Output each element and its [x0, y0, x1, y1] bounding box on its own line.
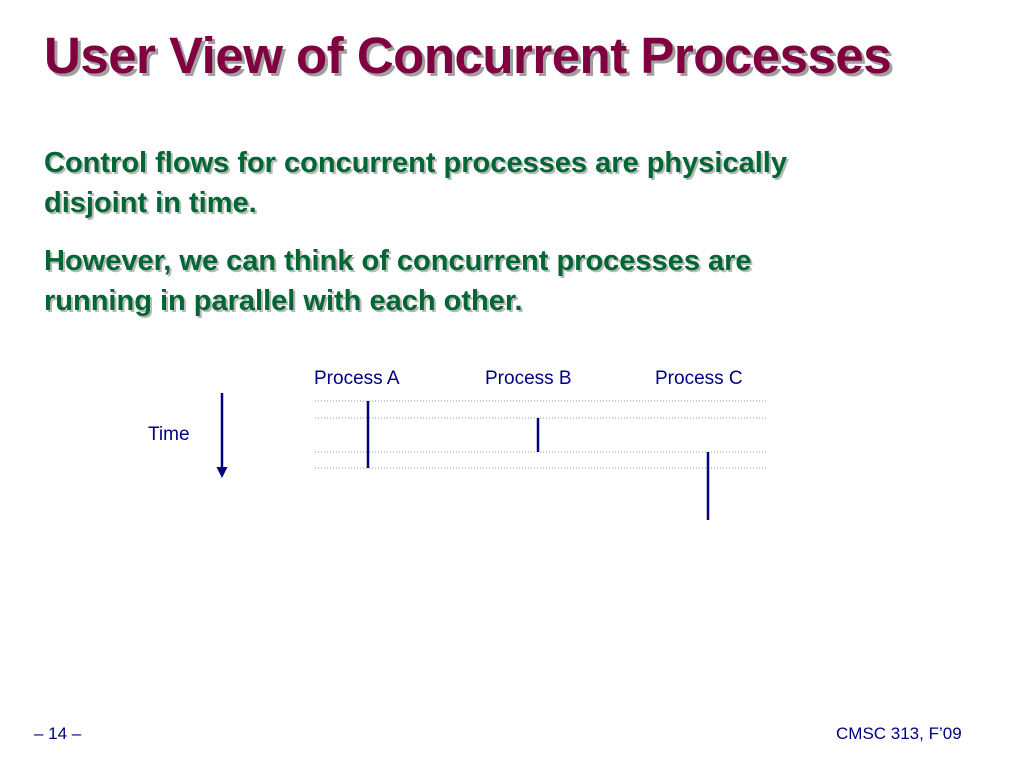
bullet-1-line-1: Control flows for concurrent processes a…	[44, 147, 787, 179]
slide-title: User View of Concurrent Processes	[44, 27, 892, 84]
bullet-2-line-1: However, we can think of concurrent proc…	[44, 245, 752, 277]
process-a-label: Process A	[314, 368, 400, 389]
bullet-item-1: Control flows for concurrent processes a…	[44, 143, 944, 223]
bullet-1-line-2: disjoint in time.	[44, 187, 257, 219]
time-label: Time	[148, 424, 190, 445]
bullet-2-line-2: running in parallel with each other.	[44, 285, 523, 317]
process-c-label: Process C	[655, 368, 743, 389]
time-arrow-head	[216, 467, 228, 478]
course-label: CMSC 313, F’09	[836, 724, 962, 743]
bullet-item-2: However, we can think of concurrent proc…	[44, 241, 944, 321]
page-number: – 14 –	[34, 724, 82, 743]
process-b-label: Process B	[485, 368, 572, 389]
bullet-list: Control flows for concurrent processes a…	[44, 143, 944, 339]
